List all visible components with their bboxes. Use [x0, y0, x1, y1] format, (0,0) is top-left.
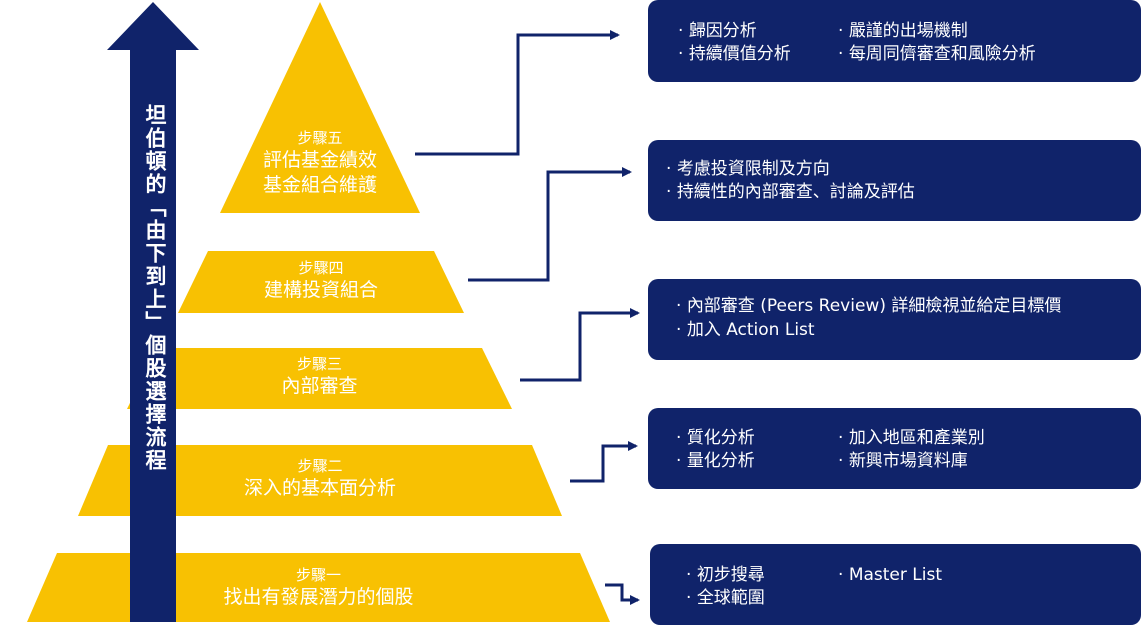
pyramid-tier-2 [78, 445, 562, 516]
connector-step-1 [605, 583, 640, 605]
pyramid-tier-5 [220, 2, 420, 213]
step-5-number: 步驟五 [297, 129, 343, 147]
step-3-line-1: 內部審查 [281, 375, 358, 397]
step-4-detail-box: 考慮投資限制及方向 持續性的內部審查、討論及評估 [648, 140, 1141, 221]
detail-item: 量化分析 [676, 450, 755, 472]
pyramid-tier-3 [127, 348, 512, 409]
connector-step-4 [468, 167, 632, 282]
step-5-detail-box: 歸因分析 持續價值分析 嚴謹的出場機制 每周同儕審查和風險分析 [648, 0, 1141, 82]
detail-item: 考慮投資限制及方向 [666, 158, 830, 180]
process-title: 坦伯頓的「由下到上」個股選擇流程 [143, 104, 167, 472]
step-3-detail-box: 內部審查 (Peers Review) 詳細檢視並給定目標價 加入 Action… [648, 279, 1141, 360]
detail-item: 持續價值分析 [678, 43, 791, 65]
step-3-label: 步驟三 內部審查 [127, 354, 512, 399]
detail-item: 全球範圍 [686, 587, 765, 609]
step-3-number: 步驟三 [296, 355, 342, 373]
detail-item: 質化分析 [676, 427, 755, 449]
step-2-line-1: 深入的基本面分析 [243, 477, 396, 499]
detail-item: 新興市場資料庫 [838, 450, 968, 472]
step-2-detail-box: 質化分析 量化分析 加入地區和產業別 新興市場資料庫 [648, 408, 1141, 489]
step-4-line-1: 建構投資組合 [263, 279, 378, 301]
step-2-label: 步驟二 深入的基本面分析 [78, 456, 562, 501]
pyramid-tier-4 [178, 251, 464, 313]
step-5-line-2: 基金組合維護 [262, 174, 377, 196]
step-4-number: 步驟四 [298, 259, 344, 277]
step-5-line-1: 評估基金績效 [262, 149, 377, 171]
detail-item: 歸因分析 [678, 20, 757, 42]
detail-item: 初步搜尋 [686, 564, 765, 586]
step-4-label: 步驟四 建構投資組合 [178, 258, 464, 303]
detail-item: 嚴謹的出場機制 [838, 20, 968, 42]
detail-item: Master List [838, 564, 942, 586]
detail-item: 每周同儕審查和風險分析 [838, 43, 1036, 65]
step-2-number: 步驟二 [297, 457, 343, 475]
connector-step-2 [570, 441, 638, 483]
detail-item: 持續性的內部審查、討論及評估 [666, 181, 915, 203]
connector-step-5 [415, 30, 620, 156]
step-1-number: 步驟一 [295, 566, 341, 584]
step-1-detail-box: 初步搜尋 全球範圍 Master List [650, 544, 1141, 625]
upward-arrow [107, 2, 199, 622]
detail-item: 加入 Action List [676, 319, 815, 341]
step-1-line-1: 找出有發展潛力的個股 [223, 586, 414, 608]
detail-item: 內部審查 (Peers Review) 詳細檢視並給定目標價 [676, 295, 1062, 317]
detail-item: 加入地區和產業別 [838, 427, 985, 449]
step-5-label: 步驟五 評估基金績效 基金組合維護 [220, 128, 420, 198]
connector-step-3 [520, 308, 640, 382]
step-1-label: 步驟一 找出有發展潛力的個股 [27, 565, 610, 610]
